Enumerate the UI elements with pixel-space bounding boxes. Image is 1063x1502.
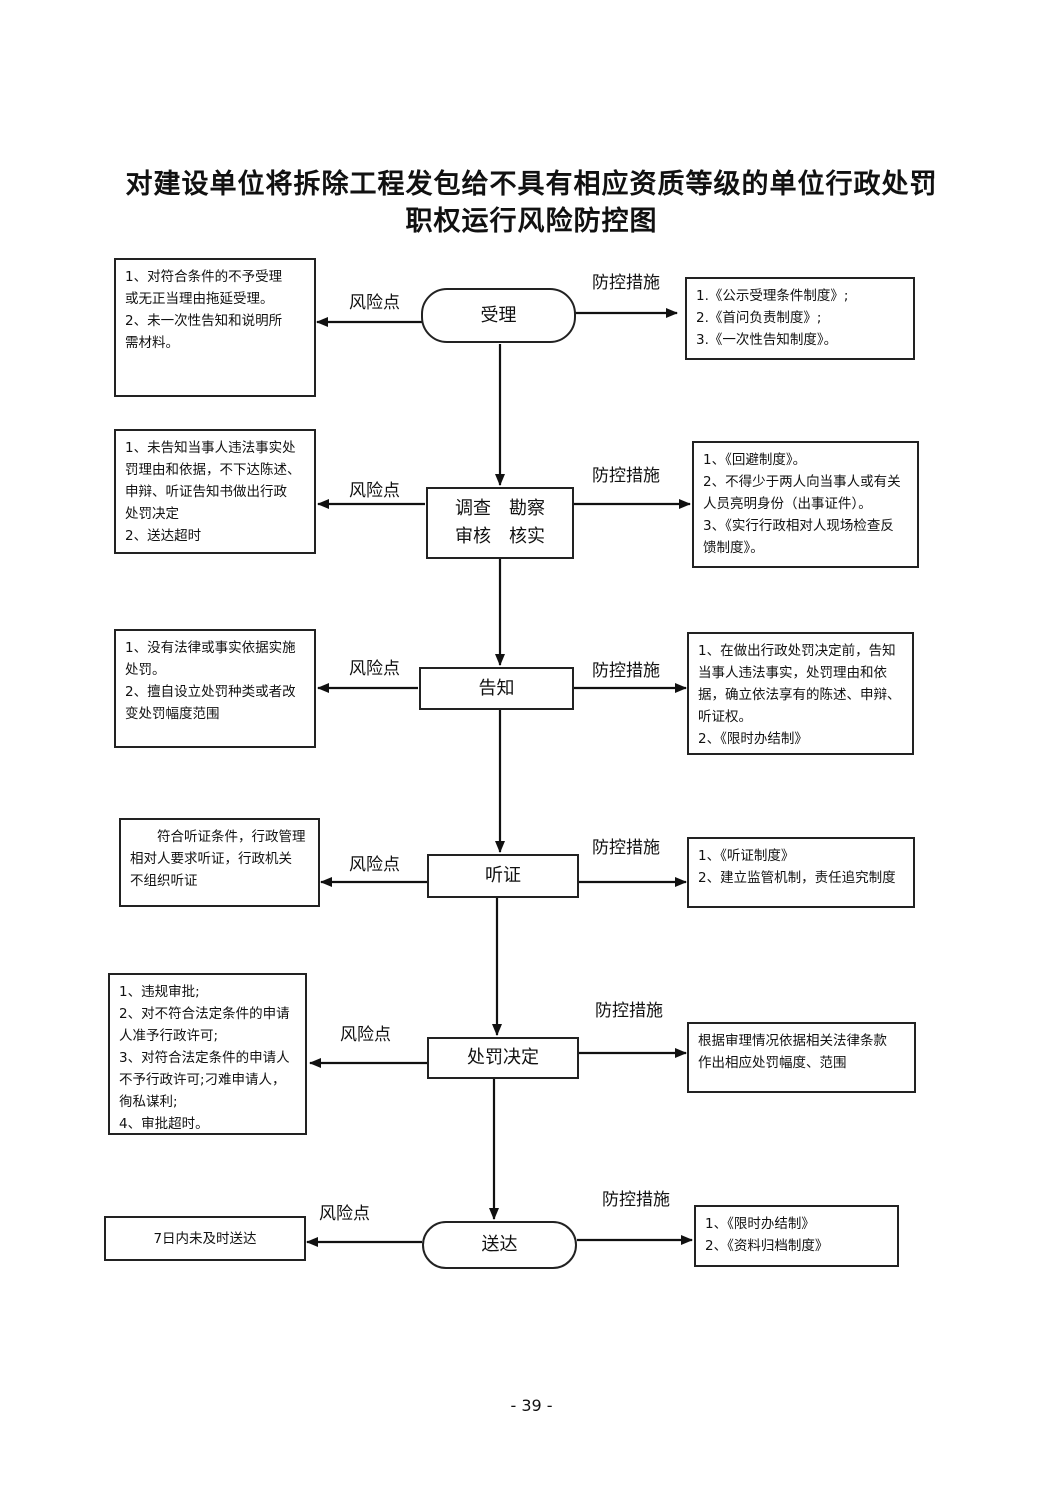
control-box-4: 1、《听证制度》 2、建立监管机制，责任追究制度 <box>687 837 915 908</box>
flow-node-hearing: 听证 <box>427 854 579 898</box>
flow-node-notify: 告知 <box>419 667 574 710</box>
control-label-2: 防控措施 <box>592 466 660 486</box>
control-box-3: 1、在做出行政处罚决定前，告知 当事人违法事实，处罚理由和依 据，确立依法享有的… <box>687 632 914 755</box>
flow-node-investigation: 调查 勘察 审核 核实 <box>426 487 574 559</box>
flow-node-delivery: 送达 <box>422 1221 577 1269</box>
page-number: - 39 - <box>510 1396 553 1415</box>
risk-box-4: 符合听证条件，行政管理 相对人要求听证，行政机关 不组织听证 <box>119 818 320 907</box>
risk-label-4: 风险点 <box>349 855 400 875</box>
risk-box-1: 1、对符合条件的不予受理 或无正当理由拖延受理。 2、未一次性告知和说明所 需材… <box>114 258 316 397</box>
control-label-3: 防控措施 <box>592 661 660 681</box>
diagram-title-line-2: 职权运行风险防控图 <box>405 206 658 237</box>
control-box-5: 根据审理情况依据相关法律条款 作出相应处罚幅度、范围 <box>687 1022 916 1093</box>
control-box-6: 1、《限时办结制》 2、《资料归档制度》 <box>694 1205 899 1267</box>
control-box-1: 1.《公示受理条件制度》; 2.《首问负责制度》; 3.《一次性告知制度》。 <box>685 277 915 360</box>
risk-label-3: 风险点 <box>349 659 400 679</box>
control-box-2: 1、《回避制度》。 2、不得少于两人向当事人或有关 人员亮明身份（出事证件）。 … <box>692 441 919 568</box>
risk-box-6: 7日内未及时送达 <box>104 1216 306 1261</box>
control-label-4: 防控措施 <box>592 838 660 858</box>
risk-box-3: 1、没有法律或事实依据实施 处罚。 2、擅自设立处罚种类或者改 变处罚幅度范围 <box>114 629 316 748</box>
risk-label-5: 风险点 <box>340 1025 391 1045</box>
risk-label-2: 风险点 <box>349 481 400 501</box>
flow-node-penalty-decision: 处罚决定 <box>427 1037 579 1079</box>
control-label-1: 防控措施 <box>592 273 660 293</box>
risk-label-1: 风险点 <box>349 293 400 313</box>
diagram-title-line-1: 对建设单位将拆除工程发包给不具有相应资质等级的单位行政处罚 <box>125 169 938 200</box>
flow-node-accept: 受理 <box>421 288 576 343</box>
risk-box-5: 1、违规审批; 2、对不符合法定条件的申请 人准予行政许可; 3、对符合法定条件… <box>108 973 307 1135</box>
control-label-5: 防控措施 <box>595 1001 663 1021</box>
control-label-6: 防控措施 <box>602 1190 670 1210</box>
risk-label-6: 风险点 <box>319 1204 370 1224</box>
risk-box-2: 1、未告知当事人违法事实处 罚理由和依据，不下达陈述、 申辩、听证告知书做出行政… <box>114 429 316 554</box>
